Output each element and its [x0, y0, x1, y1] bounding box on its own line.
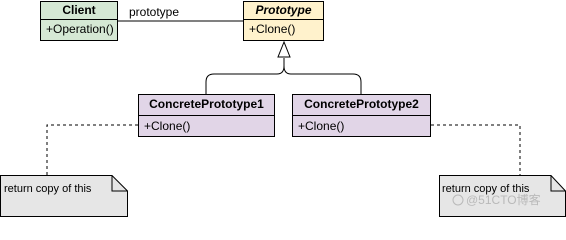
uml-diagram: @51CTO博客 prototype Client +Operation() P…	[0, 1, 566, 217]
inheritance-line-1	[205, 58, 285, 94]
association-label: prototype	[129, 5, 180, 19]
class-prototype-name: Prototype	[244, 2, 323, 20]
class-prototype-operation: +Clone()	[249, 22, 296, 36]
class-concrete-prototype-1[interactable]: ConcretePrototype1 +Clone()	[138, 94, 275, 137]
class-client-operation: +Operation()	[46, 22, 114, 36]
watermark-text: @51CTO博客	[466, 192, 541, 207]
note-link-left	[46, 124, 138, 175]
note-left-text: return copy of this	[4, 183, 92, 195]
class-client-name: Client	[41, 2, 117, 20]
note-link-right	[431, 124, 521, 175]
diagram-connectors: @51CTO博客	[0, 20, 566, 217]
note-left	[0, 175, 128, 217]
class-prototype[interactable]: Prototype +Clone()	[243, 1, 324, 41]
watermark-logo: @51CTO博客	[452, 192, 541, 207]
inheritance-line-2	[283, 65, 362, 94]
inheritance-arrowhead	[277, 40, 291, 58]
class-client[interactable]: Client +Operation()	[40, 1, 118, 41]
class-concrete-prototype-1-name: ConcretePrototype1	[139, 95, 274, 116]
note-right-text: return copy of this	[442, 183, 530, 195]
class-concrete-prototype-1-operation: +Clone()	[144, 119, 191, 133]
class-concrete-prototype-2[interactable]: ConcretePrototype2 +Clone()	[292, 94, 431, 137]
class-concrete-prototype-2-name: ConcretePrototype2	[293, 95, 430, 116]
class-concrete-prototype-2-operation: +Clone()	[298, 119, 345, 133]
